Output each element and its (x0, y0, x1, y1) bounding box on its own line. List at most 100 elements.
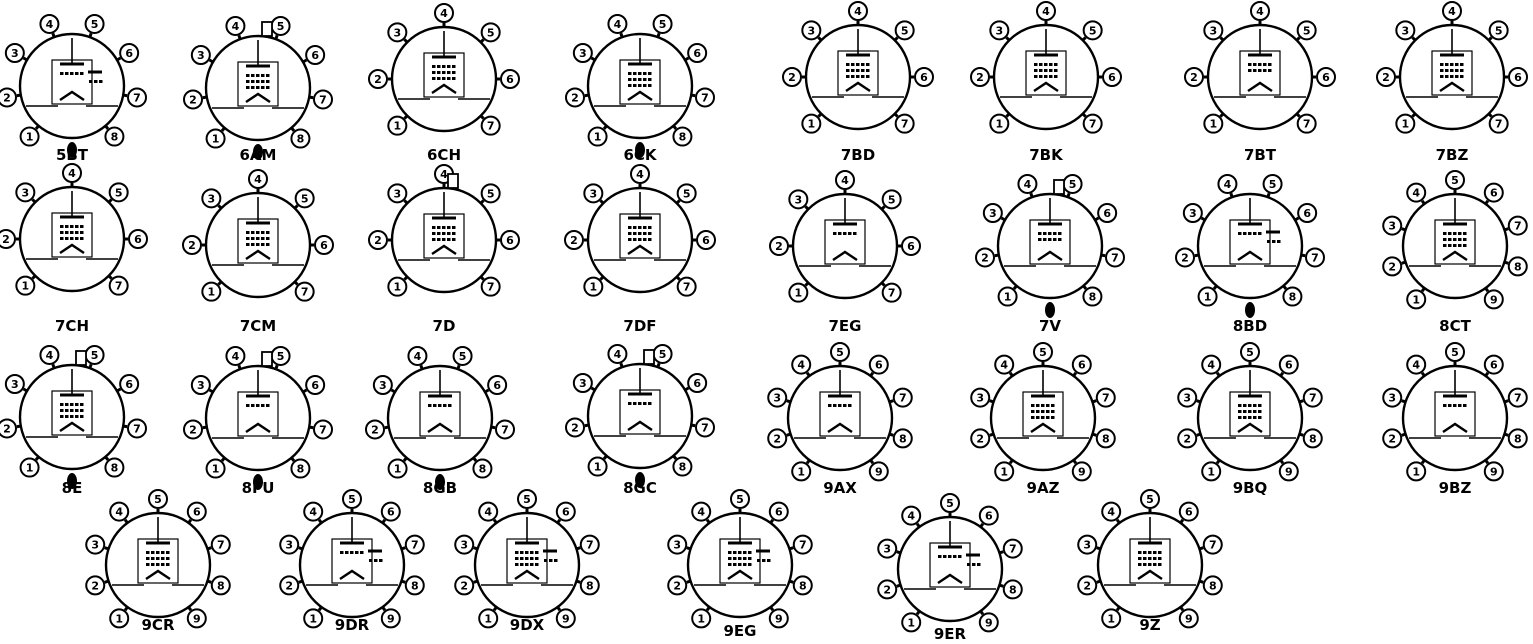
pin-circle (768, 501, 789, 522)
pin-circle (517, 489, 537, 509)
grid-dot (65, 237, 69, 240)
pin-circle (997, 286, 1018, 307)
pin-number: 5 (1246, 346, 1254, 359)
pin-circle (672, 126, 693, 147)
pin-circle (210, 575, 231, 596)
pin-stub (619, 362, 624, 368)
grid-dot (1448, 232, 1452, 235)
pin-stub (1179, 518, 1185, 524)
grid-dot (866, 75, 870, 78)
cathode (431, 244, 457, 255)
grid-dot (146, 563, 150, 566)
pin-number: 8 (297, 463, 305, 476)
pin-circle (1483, 289, 1504, 310)
pin-stub (274, 34, 279, 40)
pin-circle (1262, 173, 1283, 194)
pin-number: 5 (946, 497, 954, 510)
pin-number: 5 (277, 350, 285, 363)
pin-circle (1406, 461, 1427, 482)
pin-circle (387, 22, 408, 43)
pin-circle (691, 501, 712, 522)
pin-circle (1036, 1, 1056, 21)
pin-stub (1219, 36, 1225, 42)
grid-dot (266, 74, 270, 77)
grid-dot (1048, 232, 1052, 235)
grid-dot (1046, 404, 1050, 407)
pin-number: 7 (899, 392, 907, 405)
pin-number: 5 (91, 349, 99, 362)
pin-stub (104, 455, 110, 461)
electrode-structure (398, 31, 490, 100)
pin-stub (888, 399, 894, 404)
electrode-structure (694, 517, 786, 586)
pin-number: 3 (976, 392, 984, 405)
pin-circle (39, 13, 60, 34)
pin-circle (454, 575, 475, 596)
grid-dot (1054, 69, 1058, 72)
grid-dot (379, 559, 383, 562)
grid-dot (848, 404, 852, 407)
pin-circle (1296, 113, 1317, 134)
pin-number: 6 (702, 234, 710, 247)
pin-circle (119, 43, 140, 63)
grid-dot (530, 563, 534, 566)
pin-circle (248, 169, 268, 189)
pin-circle (85, 534, 106, 555)
grid-dot (525, 551, 529, 554)
pin-number: 7 (701, 91, 709, 104)
electrode-structure (794, 370, 886, 439)
pin-number: 4 (1024, 178, 1032, 191)
cathode (1442, 422, 1468, 433)
pin-circle (1483, 461, 1504, 482)
pin-circle (279, 575, 300, 596)
diagram-label: 8GC (623, 479, 657, 497)
pin-number: 4 (1042, 5, 1050, 18)
pin-number: 5 (888, 193, 896, 206)
grid-dot (1051, 410, 1055, 413)
top-cap (1053, 179, 1065, 195)
grid-dot (1049, 69, 1053, 72)
pin-number: 7 (799, 539, 807, 552)
pin-circle (1082, 286, 1103, 307)
pin-stub (989, 432, 995, 437)
pin-number: 5 (901, 24, 909, 37)
cathode (1237, 422, 1263, 433)
grid-dot (953, 555, 957, 558)
pin-stub (584, 423, 590, 428)
grid-dot (251, 80, 255, 83)
pin-stub (1298, 432, 1304, 437)
pin-number: 1 (1412, 465, 1420, 478)
pin-circle (970, 67, 990, 87)
pin-stub (1484, 287, 1490, 293)
pin-circle (1304, 247, 1325, 268)
pin-number: 1 (394, 281, 402, 294)
grid-dot (628, 226, 632, 229)
grid-dot (851, 69, 855, 72)
grid-dot (360, 551, 364, 554)
pin-circle (989, 20, 1010, 41)
pin-number: 9 (985, 616, 993, 629)
grid-dot (833, 404, 837, 407)
pin-number: 6 (693, 377, 701, 390)
pin-circle (1202, 534, 1223, 555)
grid-dot (643, 84, 647, 87)
pin-number: 7 (411, 539, 419, 552)
pin-number: 6 (134, 233, 142, 246)
pin-circle (1033, 342, 1053, 362)
pin-stub (556, 518, 562, 524)
pin-stub (88, 32, 93, 38)
pin-circle (652, 13, 673, 34)
cathode (1033, 81, 1059, 92)
grid-dot (643, 238, 647, 241)
pin-stub (290, 456, 296, 462)
pin-stub (769, 606, 775, 612)
grid-dot (633, 84, 637, 87)
pin-stub (869, 371, 875, 377)
pin-circle (667, 575, 688, 596)
grid-dot (943, 555, 947, 558)
